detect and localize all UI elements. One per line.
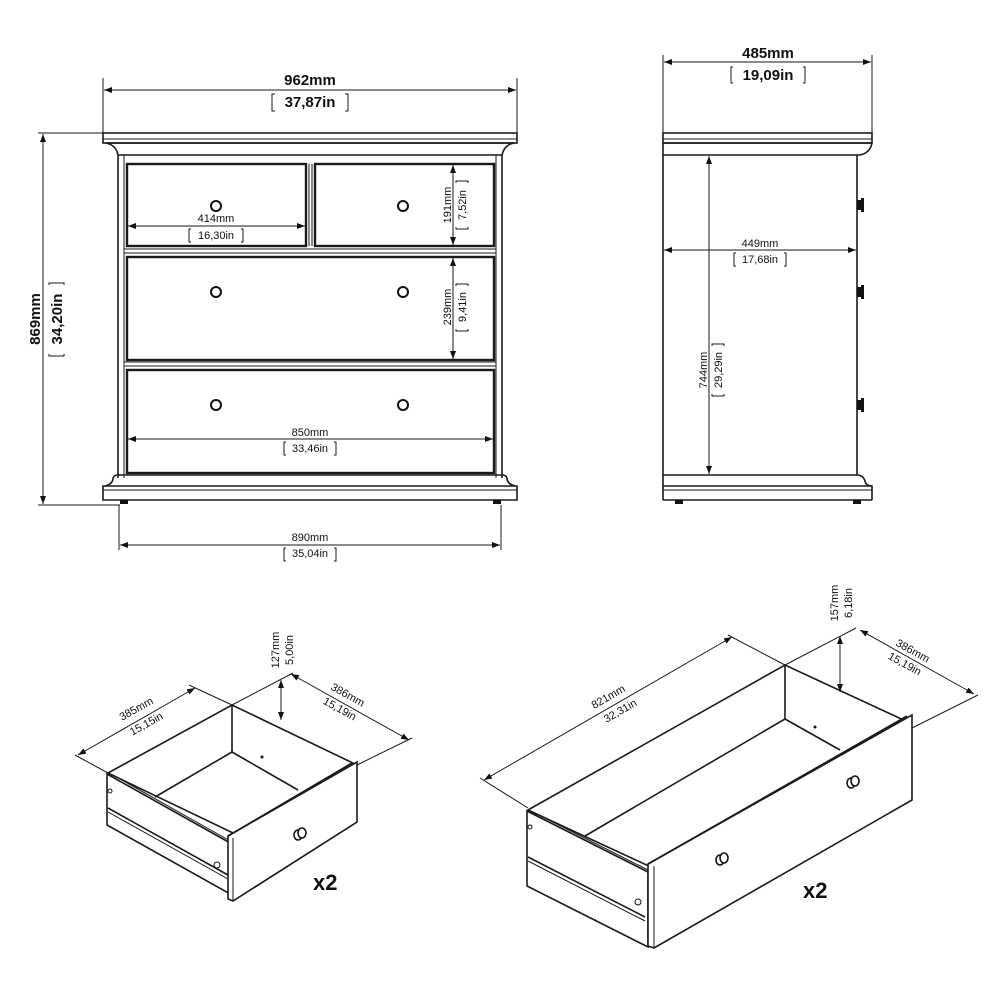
knob-icon xyxy=(857,198,864,212)
small-drawer-height-mm: 127mm xyxy=(270,632,282,669)
knob-icon xyxy=(293,827,307,841)
large-drawer-quantity: x2 xyxy=(803,878,827,903)
large-drawer-iso: 821mm 32,31in 157mm 6,18in 386mm 15,19in… xyxy=(479,585,979,949)
dim-top-drawer-width: 414mm 16,30in xyxy=(128,213,305,243)
overall-width-mm: 962mm xyxy=(284,72,336,89)
knob-icon xyxy=(397,399,409,411)
front-drawer-bottom xyxy=(125,368,496,475)
front-drawer-top-left xyxy=(125,162,308,248)
front-drawer-top-right xyxy=(313,162,496,248)
knob-icon xyxy=(210,286,222,298)
large-drawer-height-mm: 239mm xyxy=(442,289,454,326)
inner-width-mm: 850mm xyxy=(292,427,329,439)
top-drawer-height-in: 7,52in xyxy=(457,190,469,220)
dim-base-width: 890mm 35,04in xyxy=(118,505,502,562)
dim-small-drawer-height: 127mm 5,00in xyxy=(270,632,296,720)
overall-height-in: 34,20in xyxy=(49,294,66,345)
knob-icon xyxy=(397,200,409,212)
overall-depth-mm: 485mm xyxy=(742,45,794,62)
inner-width-in: 33,46in xyxy=(292,443,328,455)
large-drawer-height-mm: 157mm xyxy=(829,585,841,622)
large-drawer-height-in: 6,18in xyxy=(843,588,855,618)
dim-overall-depth: 485mm 19,09in xyxy=(662,45,873,135)
base-width-mm: 890mm xyxy=(292,532,329,544)
body-depth-in: 17,68in xyxy=(742,254,778,266)
knob-icon xyxy=(715,852,729,866)
knob-icon xyxy=(397,286,409,298)
overall-height-mm: 869mm xyxy=(27,293,44,345)
dim-top-drawer-height: 191mm 7,52in xyxy=(442,165,469,245)
small-drawer-quantity: x2 xyxy=(313,870,337,895)
front-view: 962mm 37,87in xyxy=(27,72,518,562)
front-drawer-middle xyxy=(125,255,496,362)
knob-icon xyxy=(857,285,864,299)
dim-inner-width: 850mm 33,46in xyxy=(128,427,493,456)
knob-icon xyxy=(857,398,864,412)
overall-width-in: 37,87in xyxy=(285,94,336,111)
top-drawer-height-mm: 191mm xyxy=(442,187,454,224)
small-drawer-iso: 385mm 15,15in 127mm 5,00in 386mm 15,19in… xyxy=(74,632,413,902)
dim-overall-height: 869mm 34,20in xyxy=(27,132,120,506)
dim-body-depth: 449mm 17,68in xyxy=(664,238,856,267)
side-view: 485mm 19,09in xyxy=(662,45,873,504)
dim-large-drawer-height: 157mm 6,18in xyxy=(829,585,855,692)
large-drawer-height-in: 9,41in xyxy=(457,292,469,322)
overall-depth-in: 19,09in xyxy=(743,67,794,84)
top-drawer-width-in: 16,30in xyxy=(198,230,234,242)
body-height-in: 29,29in xyxy=(713,352,725,388)
body-height-mm: 744mm xyxy=(698,352,710,389)
dim-body-height: 744mm 29,29in xyxy=(698,156,725,474)
dim-overall-width: 962mm 37,87in xyxy=(102,72,518,135)
body-depth-mm: 449mm xyxy=(742,238,779,250)
knob-icon xyxy=(210,200,222,212)
knob-icon xyxy=(210,399,222,411)
dim-large-drawer-height: 239mm 9,41in xyxy=(442,258,469,359)
knob-icon xyxy=(846,775,860,789)
small-drawer-height-in: 5,00in xyxy=(284,635,296,665)
top-drawer-width-mm: 414mm xyxy=(198,213,235,225)
base-width-in: 35,04in xyxy=(292,548,328,560)
